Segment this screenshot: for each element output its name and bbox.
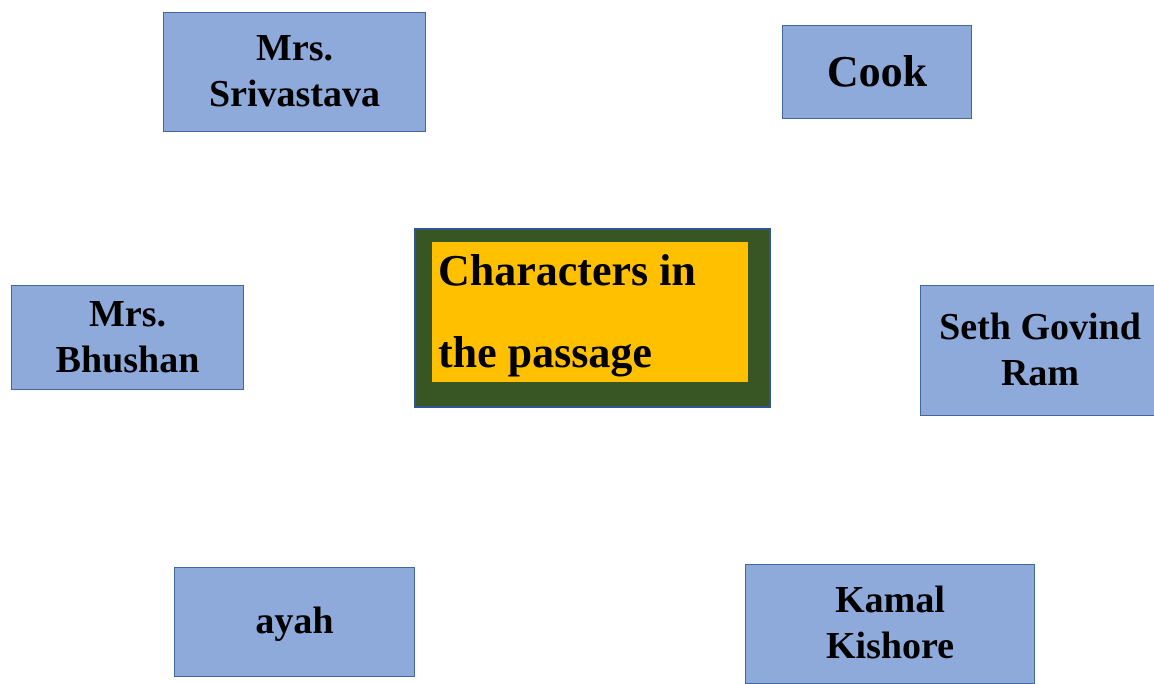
character-node-mrs-srivastava: Mrs. Srivastava <box>163 12 426 132</box>
character-node-mrs-bhushan: Mrs. Bhushan <box>11 285 244 390</box>
character-node-line: Seth Govind <box>939 305 1141 348</box>
character-node-line: ayah <box>255 600 334 643</box>
character-node-line: Srivastava <box>209 73 380 115</box>
character-node-line: Mrs. <box>88 292 166 335</box>
character-node-line: Kamal <box>835 579 945 622</box>
central-topic-line-1: Characters in <box>438 246 696 295</box>
character-node-seth-govind-ram: Seth Govind Ram <box>920 285 1154 416</box>
character-node-line: Mrs. <box>255 27 334 70</box>
character-node-cook: Cook <box>782 25 972 119</box>
character-node-kamal-kishore: Kamal Kishore <box>745 564 1035 684</box>
central-topic-frame: Characters in the passage <box>414 228 771 408</box>
character-node-line: Ram <box>1000 351 1080 394</box>
character-node-line: Bhushan <box>55 338 200 381</box>
character-node-ayah: ayah <box>174 567 415 677</box>
character-node-line: Cook <box>826 46 928 96</box>
central-topic: Characters in the passage <box>432 242 748 382</box>
central-topic-line-2: the passage <box>438 328 652 377</box>
character-node-line: Kishore <box>825 625 955 667</box>
